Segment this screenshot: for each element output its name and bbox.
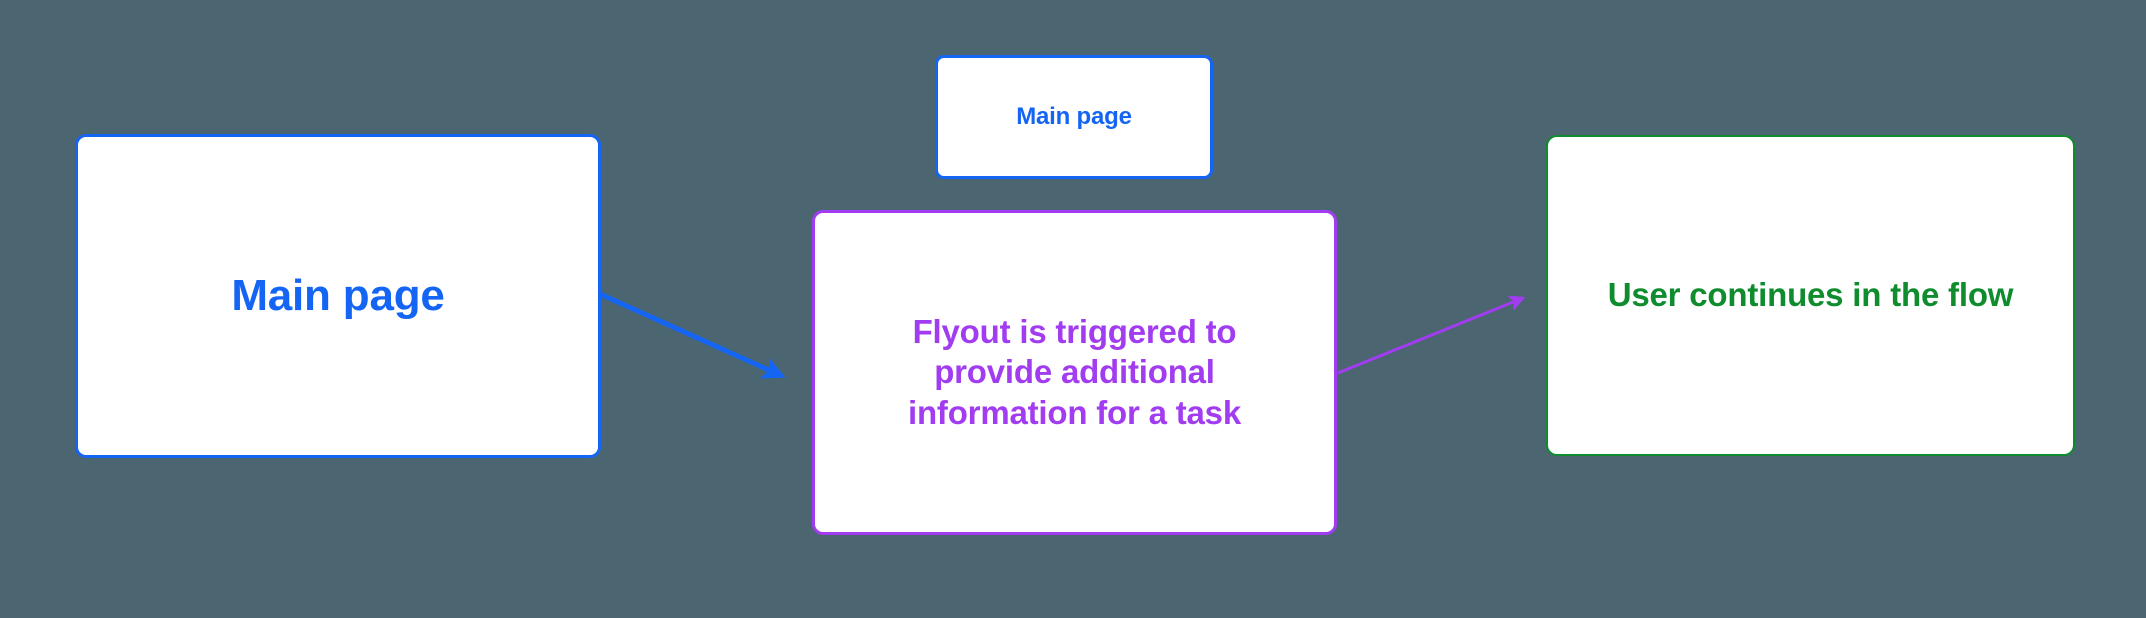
node-flyout[interactable]: Flyout is triggered to provide additiona… [812,210,1337,535]
node-outcome[interactable]: User continues in the flow [1546,135,2075,456]
edge-main-page-to-flyout [598,291,786,379]
edge-flyout-to-outcome [1337,295,1526,375]
node-flyout-label: Flyout is triggered to provide additiona… [908,313,1241,431]
node-main-page-small-label: Main page [1016,103,1132,131]
node-main-page-large-label: Main page [231,271,445,321]
node-main-page-large[interactable]: Main page [75,134,601,458]
node-outcome-label: User continues in the flow [1607,276,2014,314]
node-main-page-small[interactable]: Main page [935,55,1213,179]
